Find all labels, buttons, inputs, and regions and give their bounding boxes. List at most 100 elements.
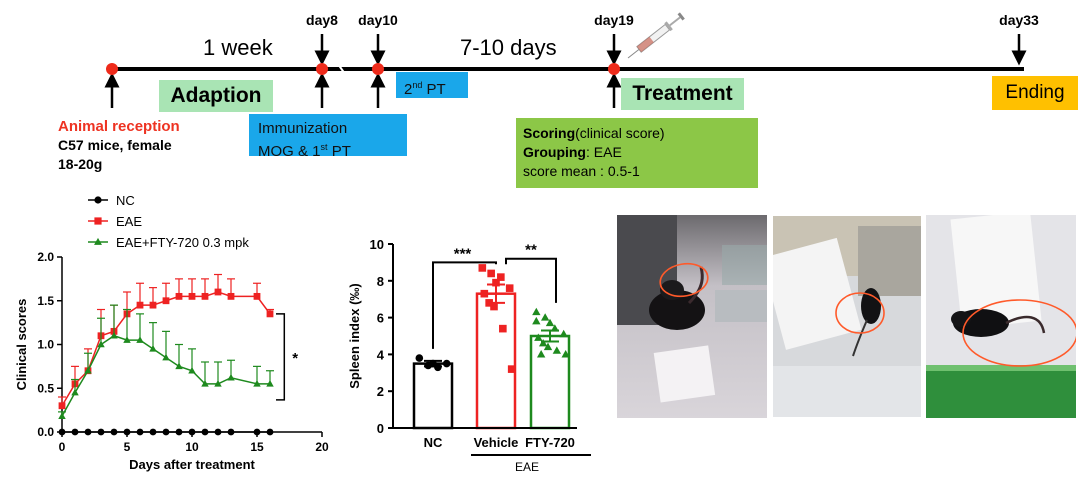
data-point (188, 428, 196, 436)
data-point (201, 292, 209, 300)
day33-label: day33 (999, 12, 1039, 28)
data-point (84, 428, 92, 436)
data-point (201, 379, 209, 387)
data-point (162, 428, 170, 436)
data-point (162, 297, 170, 305)
scoring-box: Scoring(clinical score) Grouping: EAE sc… (516, 118, 758, 188)
legend-label: NC (116, 193, 135, 208)
data-point (253, 292, 261, 300)
timepoint-dot (608, 63, 620, 75)
data-point (84, 366, 92, 374)
data-point (227, 292, 235, 300)
series-line (61, 334, 270, 417)
data-point (97, 340, 105, 348)
data-point (110, 428, 118, 436)
y-axis-label: Spleen index (‰) (347, 283, 362, 388)
bar (412, 362, 454, 430)
data-point (71, 428, 79, 436)
legend-marker (94, 196, 102, 204)
data-point (214, 428, 222, 436)
data-point (175, 292, 183, 300)
timeline-svg (104, 12, 1027, 108)
ending-box: Ending (992, 76, 1078, 110)
day8-label: day8 (306, 12, 338, 28)
bar (529, 334, 571, 430)
data-point (532, 316, 541, 325)
bar-group-vehicle (475, 264, 517, 430)
data-point (505, 284, 514, 292)
data-point (123, 336, 131, 343)
animal-reception-text: Animal reception C57 mice, female 18-20g (58, 118, 180, 172)
timepoint-dot (106, 63, 118, 75)
data-point (434, 363, 442, 372)
mouse-photo-3 (926, 215, 1076, 418)
data-point (540, 313, 550, 321)
data-point (71, 388, 79, 396)
data-point (253, 379, 261, 387)
y-tick-label: 1.5 (37, 294, 54, 308)
y-tick-label: 1.0 (37, 338, 54, 352)
legend-marker (94, 237, 102, 245)
data-point (149, 344, 157, 352)
adaption-box: Adaption (159, 80, 273, 112)
data-point (415, 354, 424, 362)
data-point (545, 318, 555, 327)
data-point (536, 350, 546, 358)
data-point (487, 269, 495, 278)
data-point (561, 350, 570, 358)
data-point (499, 324, 507, 333)
data-point (58, 428, 66, 436)
y-tick-label: 0.5 (37, 381, 54, 395)
y-axis-label: Clinical scores (14, 299, 29, 391)
y-tick-label: 2 (377, 384, 384, 399)
data-point (442, 359, 451, 368)
bar-group-fty-720 (529, 307, 571, 430)
data-point (136, 336, 144, 343)
data-point (110, 331, 118, 339)
data-point (136, 428, 144, 436)
data-point (123, 428, 131, 436)
bar-group-nc (412, 354, 454, 430)
data-point (485, 299, 493, 307)
mouse-photo-1 (617, 215, 767, 418)
legend-label: EAE (116, 214, 142, 229)
significance-label: *** (454, 245, 472, 262)
data-point (58, 402, 66, 410)
significance-bracket (505, 257, 557, 303)
data-point (97, 428, 105, 436)
data-point (162, 353, 170, 361)
y-tick-label: 10 (370, 237, 384, 252)
significance-bracket (432, 261, 497, 349)
data-point (538, 338, 548, 347)
data-point (58, 412, 66, 419)
timepoint-dot (372, 63, 384, 75)
mouse-photo-2 (773, 216, 921, 417)
category-label: FTY-720 (525, 435, 575, 450)
significance-label: * (292, 350, 298, 367)
category-label: Vehicle (474, 435, 519, 450)
x-tick-label: 10 (185, 440, 199, 454)
data-point (492, 278, 500, 287)
data-point (507, 365, 516, 373)
data-point (266, 379, 274, 387)
y-tick-label: 2.0 (37, 250, 54, 264)
data-point (253, 428, 261, 436)
series-circle (58, 428, 274, 436)
series-line (61, 291, 271, 407)
second-pt-box: 2nd PT (396, 72, 468, 98)
data-point (149, 428, 157, 436)
day10-label: day10 (358, 12, 398, 28)
period-1-week: 1 week (203, 35, 273, 60)
bar (475, 292, 517, 430)
data-point (188, 366, 196, 374)
data-point (532, 307, 541, 316)
significance-label: ** (525, 242, 537, 259)
y-tick-label: 8 (377, 274, 384, 289)
data-point (175, 428, 183, 436)
data-point (266, 310, 274, 318)
data-point (480, 289, 489, 298)
data-point (552, 346, 562, 354)
data-point (201, 428, 209, 436)
y-tick-label: 6 (377, 311, 384, 326)
